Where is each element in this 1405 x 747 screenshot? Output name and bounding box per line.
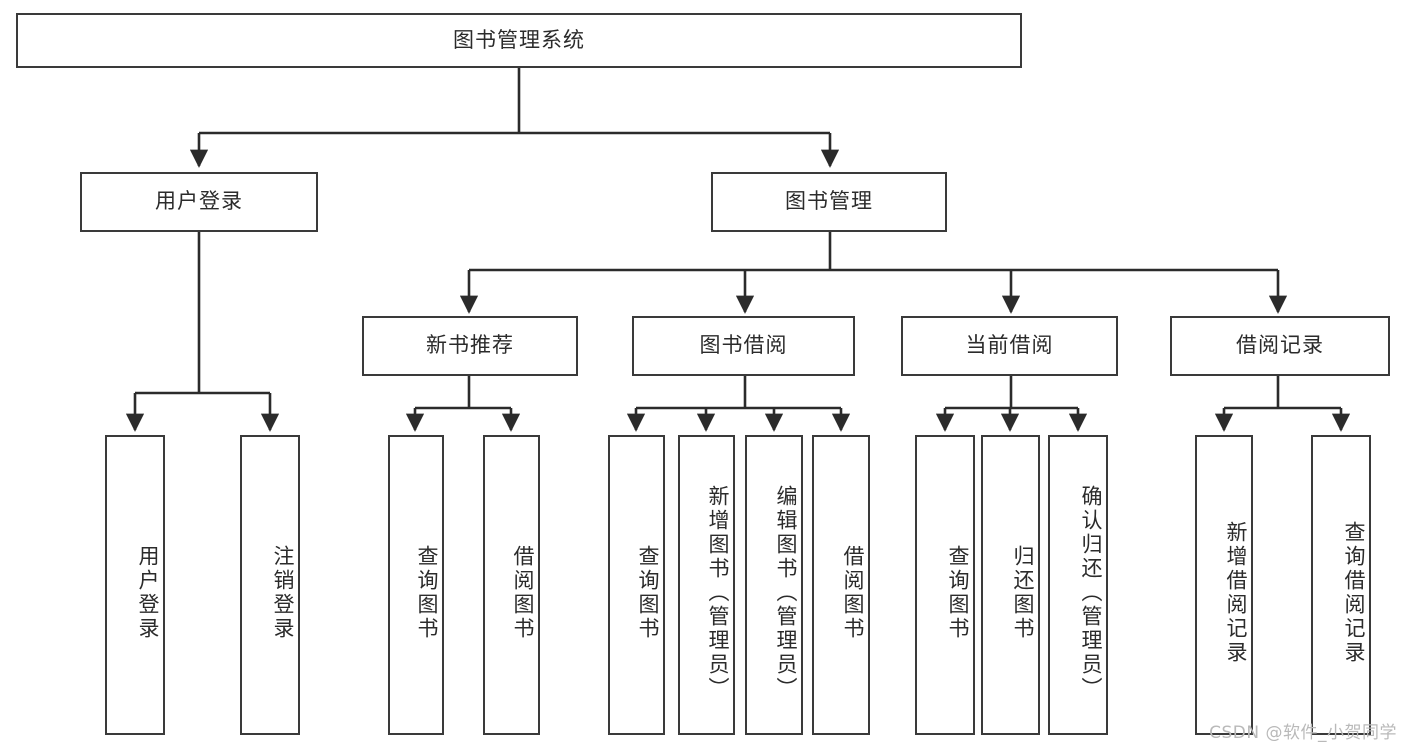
node-label: 归还图书 xyxy=(1011,545,1035,641)
node-label: 借阅图书 xyxy=(511,545,535,641)
node-label: 编辑图书（管理员） xyxy=(774,485,798,701)
node-leaf-return-book[interactable]: 归还图书 xyxy=(981,435,1040,735)
node-label: 图书管理系统 xyxy=(453,27,585,52)
node-user-login[interactable]: 用户登录 xyxy=(80,172,318,232)
node-label: 新书推荐 xyxy=(426,333,514,358)
node-leaf-borrow-book-1[interactable]: 借阅图书 xyxy=(483,435,540,735)
node-leaf-confirm-return[interactable]: 确认归还（管理员） xyxy=(1048,435,1108,735)
node-root-book-management-system[interactable]: 图书管理系统 xyxy=(16,13,1022,68)
node-leaf-query-book-1[interactable]: 查询图书 xyxy=(388,435,444,735)
node-label: 查询图书 xyxy=(636,545,660,641)
node-label: 注销登录 xyxy=(271,545,295,641)
node-book-borrow[interactable]: 图书借阅 xyxy=(632,316,855,376)
node-label: 确认归还（管理员） xyxy=(1079,485,1103,701)
node-label: 当前借阅 xyxy=(965,333,1054,358)
node-label: 图书借阅 xyxy=(699,333,788,358)
node-label: 查询借阅记录 xyxy=(1342,521,1366,665)
node-label: 借阅记录 xyxy=(1236,333,1324,358)
node-label: 新增借阅记录 xyxy=(1224,521,1248,665)
node-leaf-user-logout[interactable]: 注销登录 xyxy=(240,435,300,735)
node-leaf-add-record[interactable]: 新增借阅记录 xyxy=(1195,435,1253,735)
node-leaf-query-book-3[interactable]: 查询图书 xyxy=(915,435,975,735)
node-label: 查询图书 xyxy=(946,545,970,641)
node-leaf-user-login[interactable]: 用户登录 xyxy=(105,435,165,735)
watermark-text: CSDN @软件_小贺同学 xyxy=(1209,723,1397,743)
node-borrow-record[interactable]: 借阅记录 xyxy=(1170,316,1390,376)
node-current-borrow[interactable]: 当前借阅 xyxy=(901,316,1118,376)
node-label: 用户登录 xyxy=(136,545,160,641)
node-label: 新增图书（管理员） xyxy=(706,485,730,701)
node-label: 图书管理 xyxy=(785,189,873,214)
node-label: 查询图书 xyxy=(415,545,439,641)
node-leaf-borrow-book-2[interactable]: 借阅图书 xyxy=(812,435,870,735)
node-new-book-recommend[interactable]: 新书推荐 xyxy=(362,316,578,376)
node-leaf-edit-book[interactable]: 编辑图书（管理员） xyxy=(745,435,803,735)
node-label: 借阅图书 xyxy=(841,545,865,641)
node-book-management[interactable]: 图书管理 xyxy=(711,172,947,232)
node-leaf-query-book-2[interactable]: 查询图书 xyxy=(608,435,665,735)
node-label: 用户登录 xyxy=(155,189,243,214)
node-leaf-query-record[interactable]: 查询借阅记录 xyxy=(1311,435,1371,735)
node-leaf-add-book[interactable]: 新增图书（管理员） xyxy=(678,435,735,735)
